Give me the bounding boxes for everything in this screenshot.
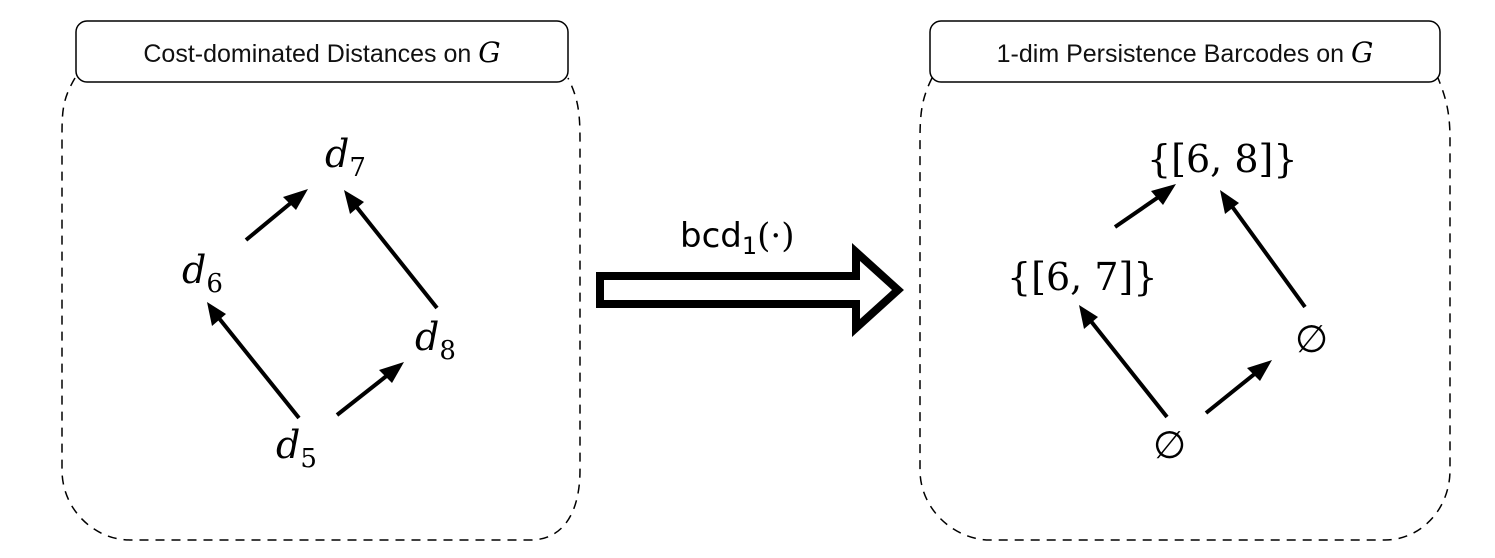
left-panel-dashed-frame xyxy=(61,77,581,541)
arrow-d6-to-d7 xyxy=(244,189,308,242)
right-panel-dashed-frame xyxy=(919,77,1451,541)
node-barcode-6-7: {[6, 7]} xyxy=(1007,255,1158,299)
arrow-bottom-to-left xyxy=(1079,305,1169,419)
double-arrow-shape xyxy=(596,242,904,338)
right-panel-title-box xyxy=(929,20,1441,83)
left-panel-title: Cost-dominated Distances on G xyxy=(143,36,500,69)
arrow-bottom-to-right xyxy=(1204,360,1272,415)
left-panel-title-box xyxy=(75,20,569,83)
node-d5: d5 xyxy=(276,423,317,474)
node-barcode-6-8: {[6, 8]} xyxy=(1147,137,1298,181)
arrow-d8-to-d7 xyxy=(344,190,439,310)
node-empty-bottom: ∅ xyxy=(1153,423,1186,467)
node-d7: d7 xyxy=(325,132,366,183)
arrow-d5-to-d8 xyxy=(335,362,404,417)
arrow-d5-to-d6 xyxy=(207,302,301,420)
right-panel: 1-dim Persistence Barcodes on G {[6, 8]}… xyxy=(919,20,1451,541)
map-arrow: bcd1(·) xyxy=(596,216,904,338)
map-label: bcd1(·) xyxy=(680,216,794,260)
node-d6: d6 xyxy=(182,248,223,299)
arrow-right-to-top xyxy=(1220,190,1307,309)
right-panel-title: 1-dim Persistence Barcodes on G xyxy=(997,36,1374,69)
left-panel: Cost-dominated Distances on G d7 d6 d8 d… xyxy=(61,20,581,541)
arrow-left-to-top xyxy=(1113,184,1176,229)
node-empty-right: ∅ xyxy=(1295,317,1328,361)
node-d8: d8 xyxy=(415,315,456,366)
